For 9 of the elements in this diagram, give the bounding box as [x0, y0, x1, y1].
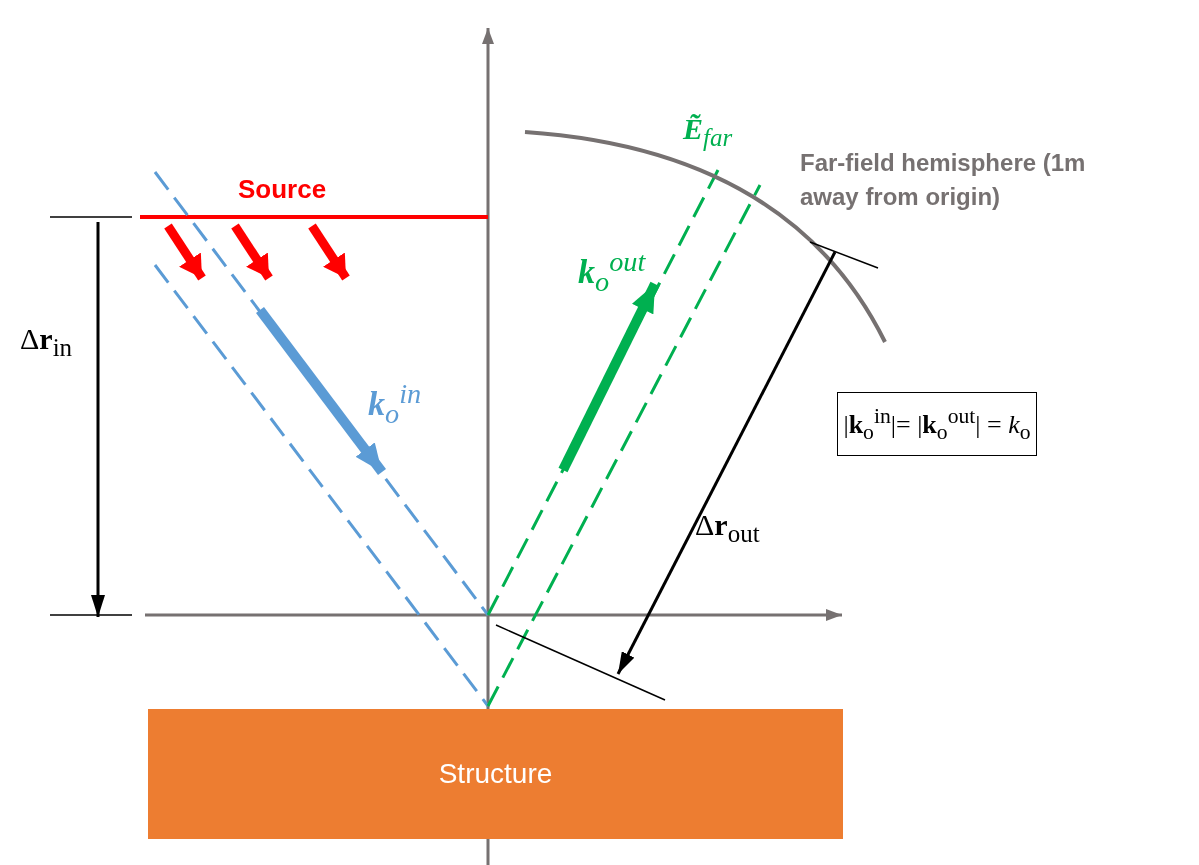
dimension-label: Δr$_{out}$: [695, 508, 760, 548]
structure-block: [148, 709, 843, 839]
field-label: Ẽ$_{far}$: [683, 112, 733, 152]
equation-text: |k$_{o}$$^{in}$|= |k$_{o}$$^{out}$| = k$_{o}$: [843, 403, 1031, 445]
dimension-label: Δr$_{in}$: [20, 322, 73, 362]
hemisphere-label: Far-field hemisphere (1m away from origin): [800, 148, 1087, 212]
source-label: Source: [238, 174, 327, 205]
structure-label: Structure: [438, 758, 553, 790]
equation-box: [837, 392, 1037, 456]
